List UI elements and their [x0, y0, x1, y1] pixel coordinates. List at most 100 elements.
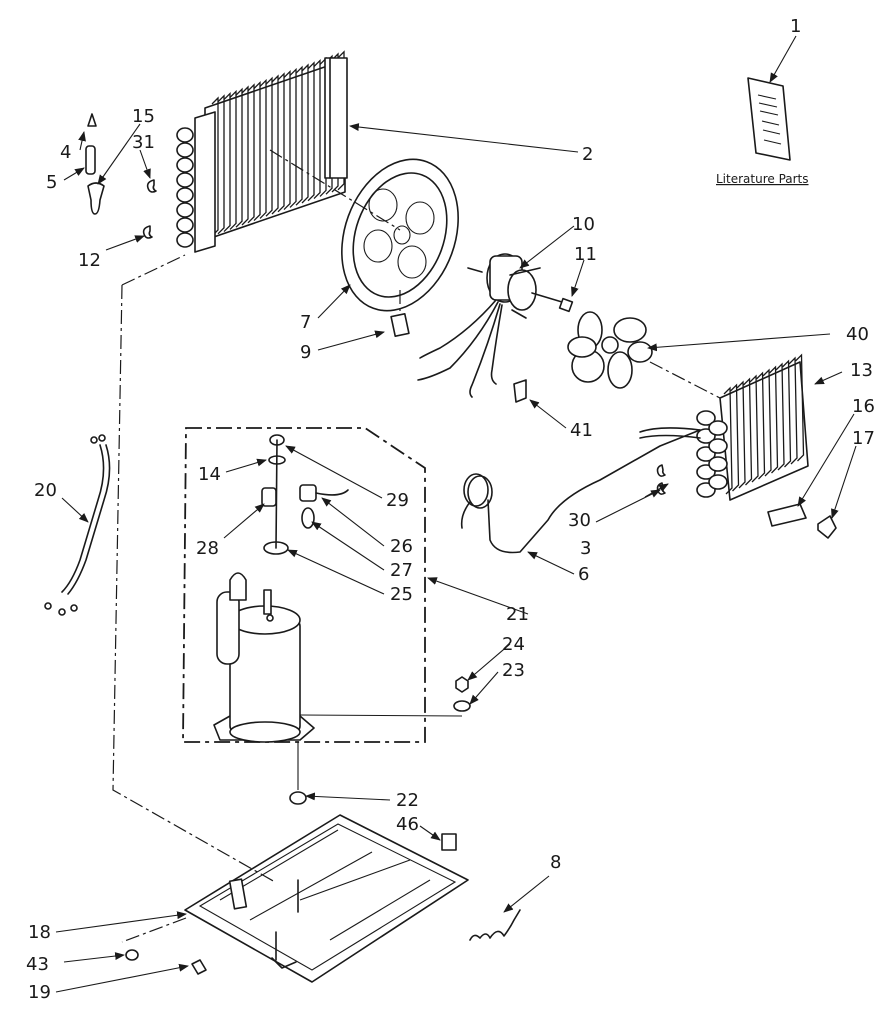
capillary-tube: [460, 429, 701, 554]
callout-17: 17: [852, 428, 875, 449]
callout-28: 28: [196, 538, 219, 559]
condenser-fin: [241, 85, 249, 226]
label-tag: [441, 833, 457, 851]
callout-27: 27: [390, 560, 413, 581]
condenser-fin: [289, 67, 297, 208]
condenser-fin: [283, 70, 291, 211]
retainer-clip: [142, 225, 153, 239]
callout-2: 2: [582, 144, 593, 165]
callout-10: 10: [572, 214, 595, 235]
grommet-nut-pair: [299, 676, 471, 717]
evaporator-fin: [749, 374, 759, 483]
drain-screw: [125, 949, 139, 961]
blower-wheel: [567, 311, 653, 389]
callout-16: 16: [852, 396, 875, 417]
clip-b: [656, 482, 666, 495]
evaporator-fin: [743, 377, 753, 486]
callout-4: 4: [60, 142, 71, 163]
base-pan: [184, 814, 469, 983]
condenser-fin: [235, 87, 243, 228]
condenser-fin: [301, 63, 309, 204]
condenser-fin: [271, 74, 279, 215]
sleeve-tube: [85, 145, 96, 175]
callout-3: 3: [580, 538, 591, 559]
condenser-fin: [217, 94, 225, 235]
callout-19: 19: [28, 982, 51, 1003]
evaporator-fin: [730, 383, 740, 492]
coil-tube-bends: [176, 127, 194, 248]
literature-booklet: [747, 77, 791, 161]
condenser-fin: [307, 61, 315, 202]
compressor: [213, 572, 315, 743]
callout-11: 11: [574, 244, 597, 265]
callout-1: 1: [790, 16, 801, 37]
spacer-block: [390, 312, 410, 338]
thermostat-sensor: [767, 503, 837, 539]
wiring-harness: [44, 434, 111, 616]
compressor-assembly-outline: [182, 427, 426, 743]
callout-23: 23: [502, 660, 525, 681]
callout-22: 22: [396, 790, 419, 811]
callout-26: 26: [390, 536, 413, 557]
mounting-grommet: [289, 742, 307, 805]
evaporator-fin: [762, 368, 772, 477]
evaporator-fin: [769, 365, 779, 474]
condenser-fin: [223, 92, 231, 233]
fan-shroud: [341, 158, 459, 312]
callout-25: 25: [390, 584, 413, 605]
motor-wire-leads: [417, 299, 503, 398]
condenser-fin: [295, 65, 303, 206]
callout-15: 15: [132, 106, 155, 127]
evaporator-fin: [795, 353, 805, 462]
callout-21: 21: [506, 604, 529, 625]
evaporator-coil: [639, 353, 809, 501]
connection-lines: [112, 149, 721, 943]
condenser-fin: [247, 83, 255, 224]
callout-20: 20: [34, 480, 57, 501]
condenser-fin: [313, 59, 321, 200]
screw-19: [191, 959, 207, 975]
clip-a: [656, 464, 666, 477]
evaporator-fin: [756, 371, 766, 480]
callout-43: 43: [26, 954, 49, 975]
condenser-fin: [277, 72, 285, 213]
callout-8: 8: [550, 852, 561, 873]
evaporator-fin: [782, 359, 792, 468]
power-cord-segment: [469, 909, 521, 941]
callout-9: 9: [300, 342, 311, 363]
condenser-fin: [253, 81, 261, 222]
condenser-fin: [229, 89, 237, 230]
fan-motor: [467, 253, 563, 319]
callout-5: 5: [46, 172, 57, 193]
overload-parts: [261, 434, 349, 555]
condenser-coil: [176, 50, 348, 253]
evaporator-fin: [723, 386, 733, 495]
literature-parts-label: Literature Parts: [716, 172, 809, 186]
evaporator-fin: [736, 380, 746, 489]
callout-40: 40: [846, 324, 869, 345]
spring-clip: [146, 179, 157, 193]
callout-18: 18: [28, 922, 51, 943]
plug-cap: [87, 113, 97, 127]
callout-6: 6: [578, 564, 589, 585]
callout-24: 24: [502, 634, 525, 655]
callout-14: 14: [198, 464, 221, 485]
callout-30: 30: [568, 510, 591, 531]
mounting-bracket: [513, 379, 527, 403]
callout-46: 46: [396, 814, 419, 835]
callout-31: 31: [132, 132, 155, 153]
leader-arrows: [55, 35, 857, 993]
shaft-coupler: [558, 297, 574, 313]
callout-13: 13: [850, 360, 873, 381]
evaporator-fin: [775, 362, 785, 471]
evaporator-fin: [788, 356, 798, 465]
callout-labels: 1 2 3 4 5 6 7 8 9 10 11 12 13 14 15 16 1…: [26, 16, 875, 1003]
callout-7: 7: [300, 312, 311, 333]
callout-29: 29: [386, 490, 409, 511]
coil-clip: [87, 182, 105, 215]
callout-41: 41: [570, 420, 593, 441]
condenser-fin: [259, 78, 267, 219]
callout-12: 12: [78, 250, 101, 271]
condenser-fin: [265, 76, 273, 217]
